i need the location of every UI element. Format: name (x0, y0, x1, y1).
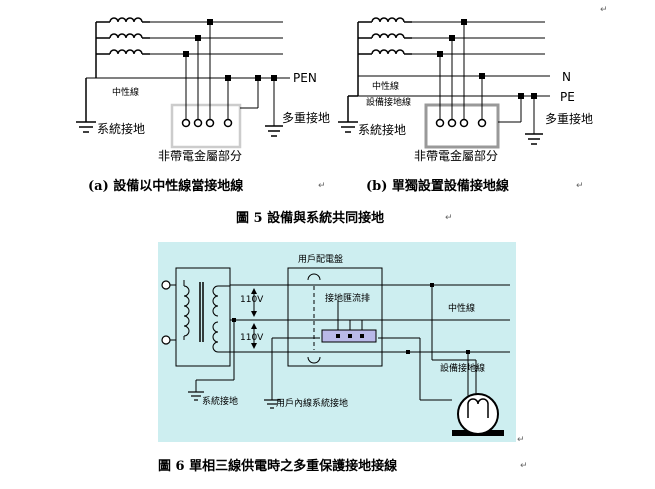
junction-dots-b (437, 19, 537, 99)
coil-icon (358, 33, 412, 39)
ground-icon (76, 121, 96, 133)
ground-icon (525, 133, 543, 145)
multi-ground-label: 多重接地 (545, 111, 593, 126)
coil-icon (358, 17, 412, 23)
busbar-screws (336, 334, 364, 338)
system-ground-label: 系統接地 (358, 122, 406, 137)
figure5-title: 圖 5 設備與系統共同接地 (236, 210, 384, 226)
ground-icon (265, 125, 283, 137)
junction-dots-a (183, 19, 277, 81)
ground-icon (188, 391, 204, 401)
pe-label: PE (560, 90, 575, 104)
junction-dots-fig6 (232, 283, 470, 354)
neutral-label: 中性線 (112, 86, 139, 98)
coil-icon (96, 49, 150, 55)
neutral-label: 中性線 (372, 80, 399, 92)
caption-a: (a) 設備以中性線當接地線 (88, 178, 244, 194)
voltage-lower: 110V (240, 333, 264, 343)
busbar-label: 接地匯流排 (325, 292, 370, 304)
input-terminals (161, 280, 171, 345)
paragraph-mark-icon: ↵ (445, 213, 453, 223)
figure5-panel-b (347, 17, 550, 149)
multi-ground-label: 多重接地 (282, 110, 330, 125)
coil-icon (358, 49, 412, 55)
caption-b: (b) 單獨設置設備接地線 (366, 178, 510, 194)
coil-icon (96, 17, 150, 23)
panel-title: 用戶配電盤 (298, 253, 343, 265)
ground-icon (338, 121, 358, 133)
neutral-label: 中性線 (448, 302, 475, 314)
terminals-a (181, 118, 233, 128)
paragraph-mark-icon: ↵ (517, 435, 525, 445)
paragraph-mark-icon: ↵ (318, 181, 326, 191)
motor-icon (452, 393, 504, 436)
paragraph-mark-icon: ↵ (576, 181, 584, 191)
n-label: N (562, 70, 571, 84)
voltage-arrows (251, 288, 257, 349)
coil-icon (96, 33, 150, 39)
paragraph-mark-icon: ↵ (600, 5, 608, 15)
metal-parts-label: 非帶電金屬部分 (158, 148, 242, 163)
system-ground-label: 系統接地 (202, 395, 238, 407)
voltage-upper: 110V (240, 295, 264, 305)
equip-ground-label: 設備接地線 (440, 362, 485, 374)
indoor-ground-label: 用戶內線系統接地 (276, 397, 348, 409)
system-ground-label: 系統接地 (97, 121, 145, 136)
terminals-b (435, 118, 487, 128)
metal-parts-label: 非帶電金屬部分 (414, 148, 498, 163)
figure6-diagram (170, 267, 510, 404)
pen-label: PEN (293, 71, 317, 85)
figure6-title: 圖 6 單相三線供電時之多重保護接地接線 (158, 458, 398, 474)
equip-ground-line-label: 設備接地線 (366, 96, 411, 108)
ground-icon (264, 399, 280, 409)
paragraph-mark-icon: ↵ (520, 461, 528, 471)
